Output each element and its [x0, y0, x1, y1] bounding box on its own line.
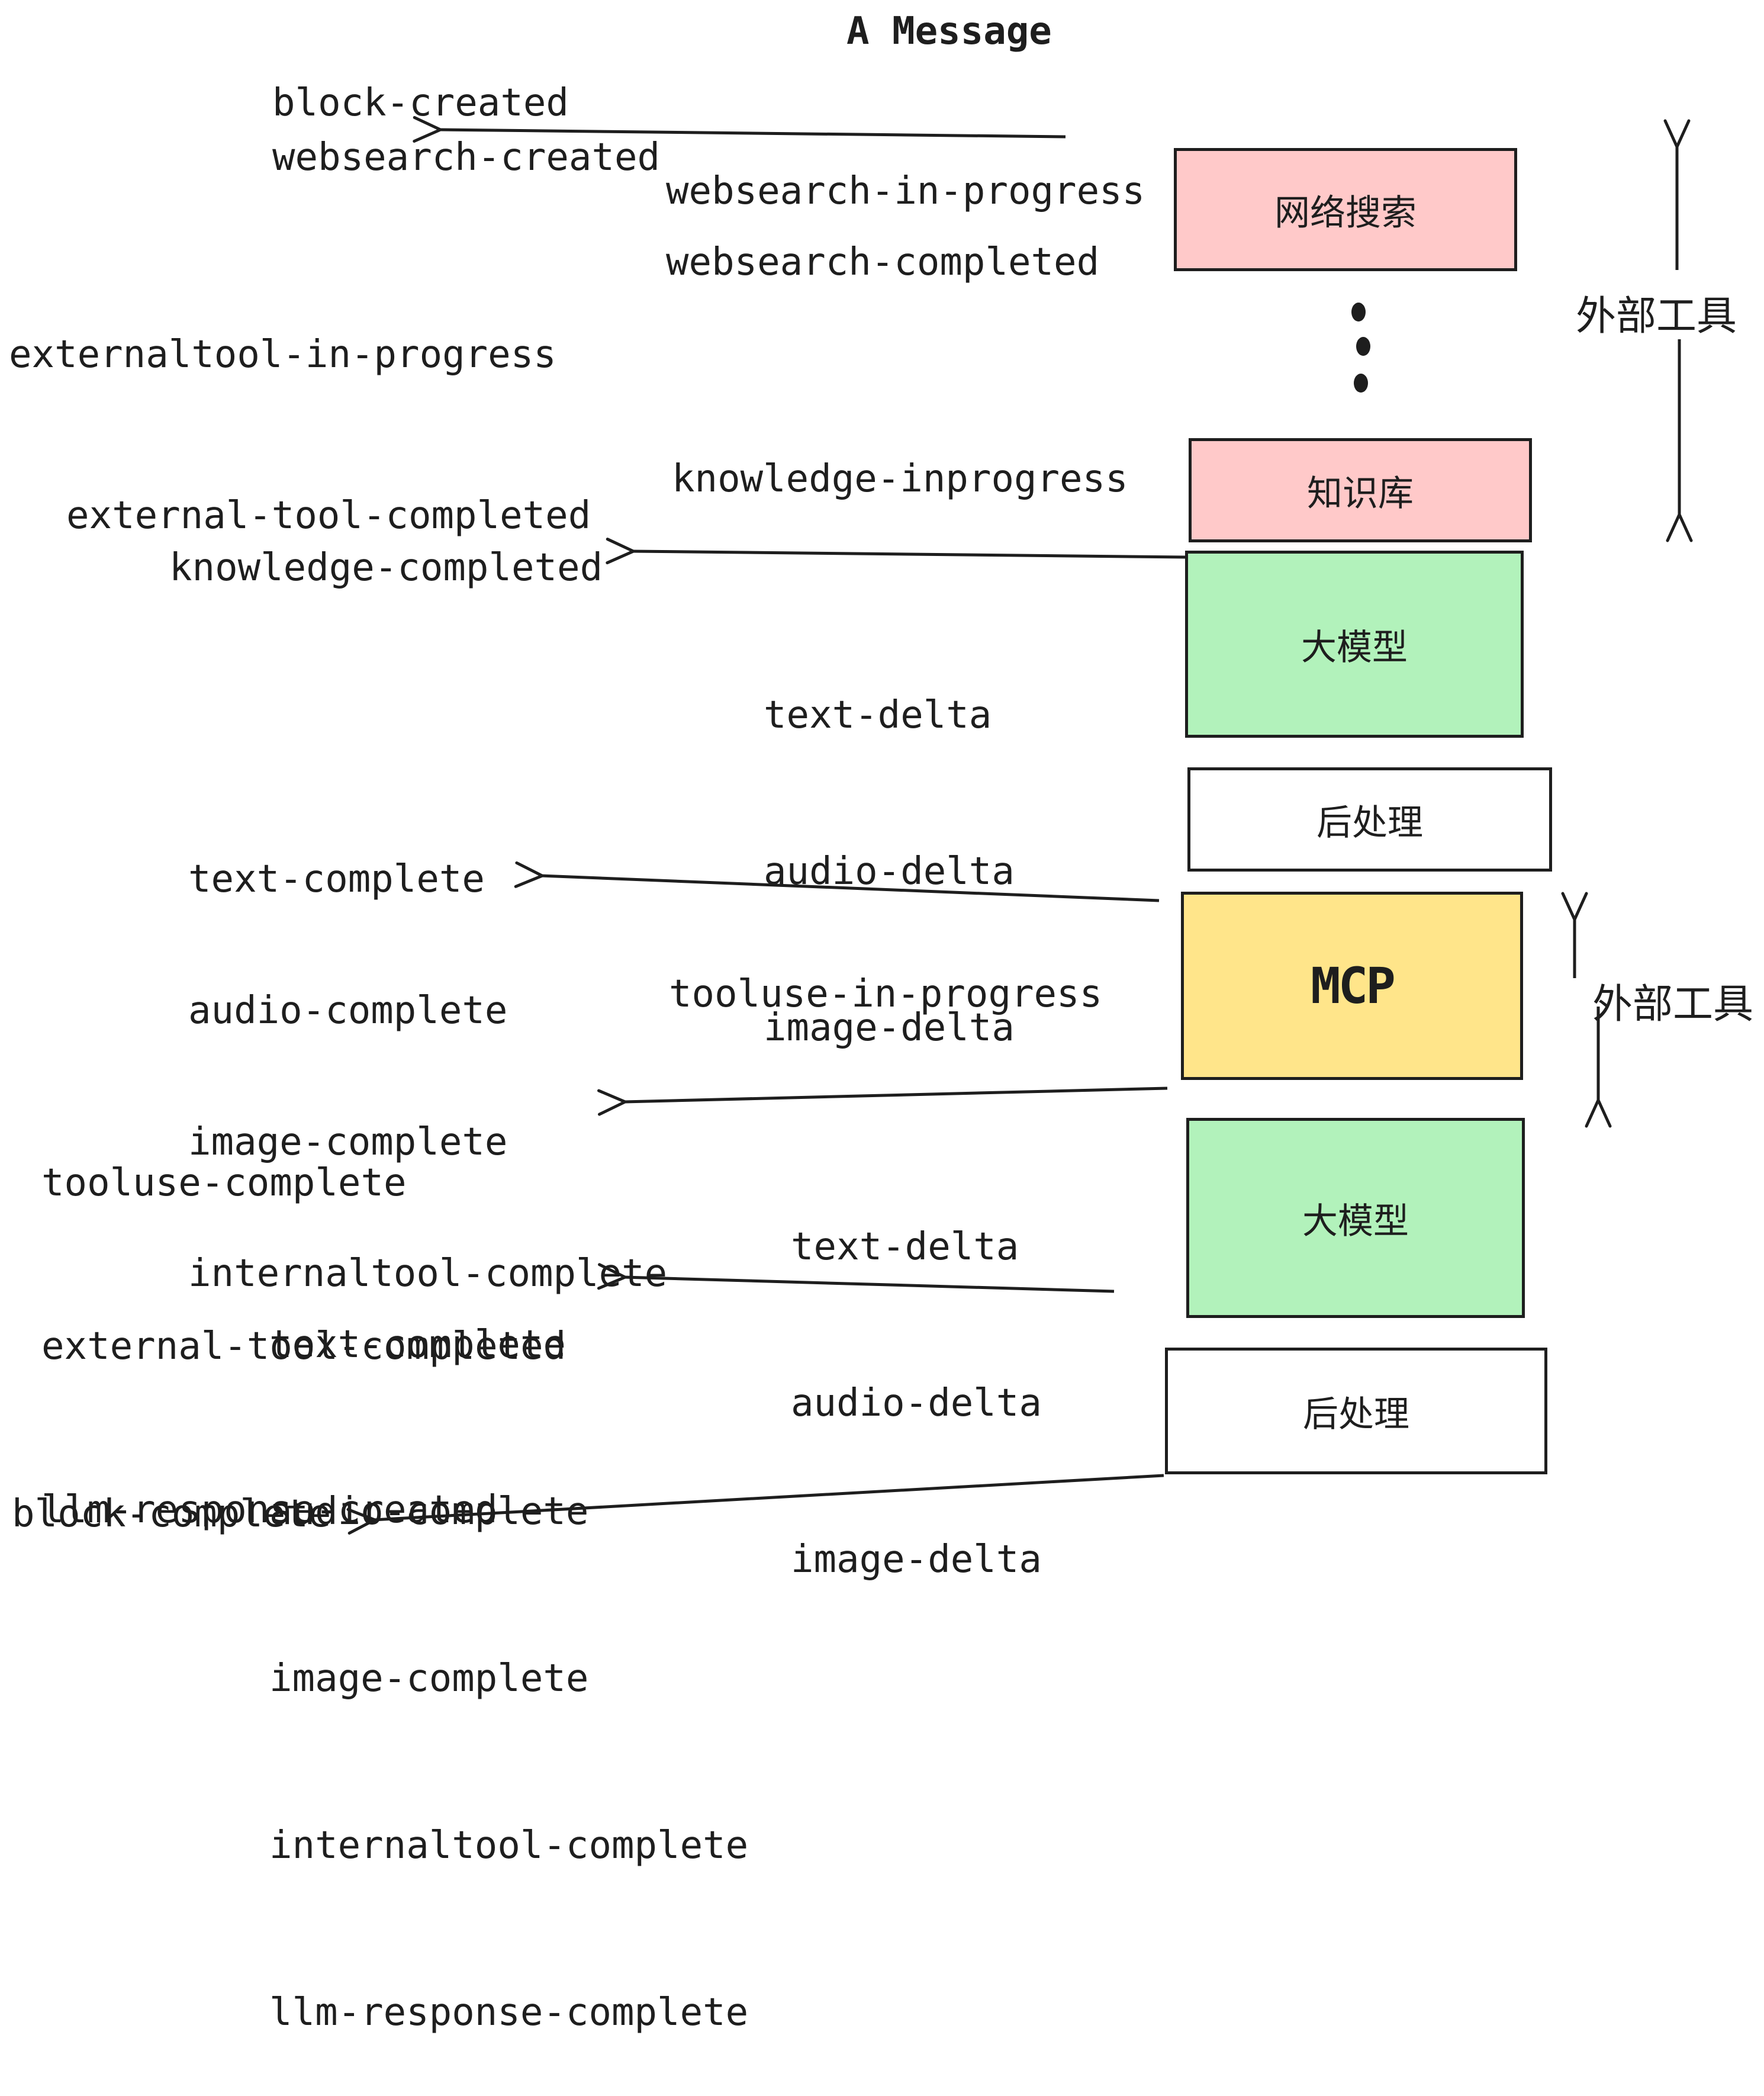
- node-postprocess-1: 后处理: [1187, 767, 1552, 872]
- node-postprocess-2-label: 后处理: [1303, 1393, 1409, 1435]
- external-tools-label-mcp: 外部工具: [1592, 981, 1754, 1028]
- node-llm-2-label: 大模型: [1302, 1200, 1409, 1242]
- arrow-tooluse-complete: [597, 1086, 1168, 1116]
- node-knowledge-label: 知识库: [1307, 472, 1414, 515]
- diagram-title: A Message: [846, 9, 1052, 53]
- event-audio-complete-1: audio-complete: [188, 989, 508, 1033]
- event-external-tool-completed-1: external-tool-completed: [66, 494, 591, 538]
- node-websearch: 网络搜索: [1174, 148, 1517, 271]
- event-image-delta-1: image-delta: [764, 1006, 1015, 1050]
- event-complete-set-1: text-complete audio-complete image-compl…: [188, 770, 667, 1339]
- event-block-created: block-created: [272, 81, 569, 125]
- node-postprocess-1-label: 后处理: [1316, 802, 1423, 844]
- arrow-knowledge-completed: [606, 538, 1187, 565]
- event-llm-response-complete: llm-response-complete: [269, 1991, 749, 2034]
- node-mcp-label: MCP: [1311, 957, 1396, 1015]
- event-externaltool-in-progress: externaltool-in-progress: [9, 333, 556, 377]
- event-llm-response-created: llm-response-created: [41, 1488, 498, 1532]
- event-audio-complete-2: audio-complete: [269, 1490, 589, 1534]
- event-websearch-completed: websearch-completed: [666, 240, 1100, 284]
- event-complete-set-2: text-complete audio-complete image-compl…: [269, 1205, 748, 2096]
- diagram-canvas: { "title": "A Message", "labels": { "blo…: [9, 9, 1754, 2034]
- node-llm-2: 大模型: [1186, 1118, 1525, 1318]
- arrow-websearch-created: [413, 116, 1066, 143]
- event-external-tool-completed-2: external-tool-completed: [41, 1325, 566, 1368]
- node-postprocess-2: 后处理: [1165, 1348, 1547, 1474]
- event-tooluse-complete: tooluse-complete: [41, 1161, 407, 1205]
- event-image-delta-2: image-delta: [791, 1538, 1042, 1581]
- external-tools-label-top: 外部工具: [1576, 293, 1737, 340]
- event-websearch-created: websearch-created: [272, 136, 661, 179]
- event-knowledge-completed: knowledge-completed: [169, 546, 603, 590]
- ellipsis-dots: [1351, 303, 1370, 393]
- event-audio-delta-1: audio-delta: [764, 850, 1015, 893]
- event-text-complete-2: text-complete: [269, 1323, 566, 1367]
- event-audio-delta-2: audio-delta: [791, 1381, 1042, 1425]
- event-delta-set-1: text-delta audio-delta image-delta: [764, 585, 1015, 1106]
- event-text-delta-2: text-delta: [791, 1225, 1019, 1269]
- event-internaltool-complete-2: internaltool-complete: [269, 1824, 749, 1867]
- node-websearch-label: 网络搜索: [1274, 192, 1417, 234]
- connector-layer: [346, 116, 1693, 1535]
- event-block-created-group: block-created websearch-created: [272, 76, 660, 185]
- event-image-complete-1: image-complete: [188, 1120, 508, 1164]
- arrow-block-complete: [346, 1474, 1164, 1535]
- event-delta-set-2: text-delta audio-delta image-delta: [791, 1117, 1042, 1638]
- event-text-delta-1: text-delta: [764, 693, 992, 737]
- node-llm-1: 大模型: [1185, 551, 1524, 738]
- event-tooluse-group: tooluse-complete external-tool-completed…: [41, 1047, 566, 1592]
- node-llm-1-label: 大模型: [1301, 626, 1408, 668]
- event-internaltool-complete-1: internaltool-complete: [188, 1252, 668, 1295]
- node-knowledge: 知识库: [1189, 438, 1532, 542]
- arrow-audio-complete: [597, 1263, 1115, 1293]
- event-image-complete-2: image-complete: [269, 1657, 589, 1700]
- event-text-complete-1: text-complete: [188, 857, 485, 901]
- node-mcp: MCP: [1181, 892, 1523, 1080]
- event-knowledge-inprogress: knowledge-inprogress: [672, 457, 1128, 501]
- event-block-complete: block-complete: [12, 1492, 331, 1536]
- arrow-internal-complete: [514, 861, 1160, 902]
- event-tooluse-in-progress: tooluse-in-progress: [669, 972, 1103, 1016]
- event-websearch-in-progress: websearch-in-progress: [666, 169, 1145, 213]
